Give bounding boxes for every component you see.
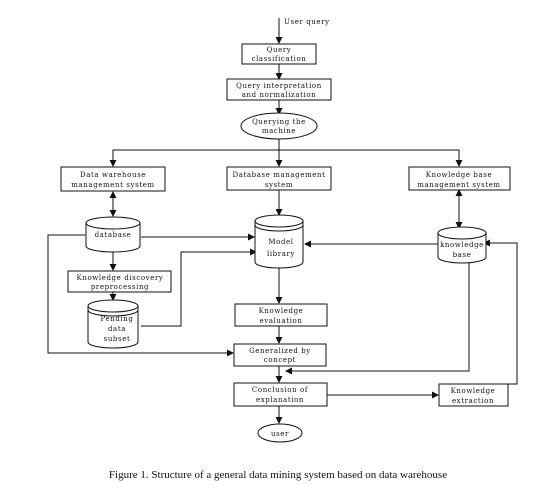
- dw-management-line-1: Data warehouse: [80, 171, 146, 179]
- query-classification-line-2: classification: [252, 55, 307, 63]
- db-management-line-1: Database management: [232, 171, 325, 179]
- arrow-database-to-generalized: [47, 234, 234, 357]
- pending-data-line-1: Pending: [101, 315, 134, 323]
- knowledge-discovery-line-2: preprocessing: [91, 283, 149, 291]
- querying-machine-line-1: Querying the: [252, 118, 306, 126]
- kb-management-line-1: Knowledge base: [426, 171, 492, 179]
- model-library-line-2: library: [267, 250, 295, 258]
- arrow-machine-to-dw-management: [109, 149, 279, 167]
- user-query-node: User query: [284, 18, 330, 26]
- knowledge-discovery-box: Knowledge discovery preprocessing: [67, 270, 172, 293]
- pending-data-line-3: subset: [104, 335, 131, 343]
- knowledge-extraction-box: Knowledge extraction: [438, 383, 509, 407]
- arrow-machine-to-kb-management: [279, 149, 463, 167]
- pending-data-cylinder: Pending data subset: [87, 299, 139, 349]
- arrow-pending-data-to-model-library: [141, 248, 257, 327]
- generalized-concept-line-1: Generalized by: [249, 347, 311, 355]
- connectors: [47, 18, 518, 424]
- user-query-label: User query: [284, 18, 330, 26]
- knowledge-base-cylinder: knowledge base: [437, 226, 487, 264]
- query-classification-line-1: Query: [267, 46, 292, 54]
- conclusion-explanation-line-1: Conclusion of: [252, 386, 309, 394]
- figure-caption: Figure 1. Structure of a general data mi…: [109, 469, 447, 481]
- query-interpretation-line-2: and normalization: [242, 91, 317, 99]
- querying-machine-ellipse: Querying the machine: [240, 112, 318, 140]
- database-label: database: [95, 231, 132, 239]
- generalized-concept-line-2: concept: [264, 356, 296, 364]
- kb-management-line-2: management system: [417, 181, 500, 189]
- generalized-concept-box: Generalized by concept: [233, 343, 327, 367]
- model-library-cylinder: Model library: [254, 214, 304, 269]
- conclusion-explanation-line-2: explanation: [256, 396, 304, 404]
- query-interpretation-box: Query interpretation and normalization: [226, 78, 332, 101]
- model-library-line-1: Model: [268, 238, 293, 246]
- arrow-knowledge-base-to-generalized: [285, 262, 470, 375]
- user-label: user: [271, 430, 289, 438]
- knowledge-discovery-line-1: Knowledge discovery: [77, 274, 164, 282]
- query-classification-box: Query classification: [241, 43, 317, 65]
- database-cylinder: database: [85, 216, 141, 253]
- db-management-line-2: system: [265, 181, 293, 189]
- pending-data-line-2: data: [108, 325, 126, 333]
- knowledge-base-line-2: base: [453, 251, 472, 259]
- query-interpretation-line-1: Query interpretation: [236, 82, 322, 90]
- knowledge-evaluation-box: Knowledge evaluation: [234, 303, 328, 327]
- knowledge-evaluation-line-1: Knowledge: [259, 307, 304, 315]
- db-management-box: Database management system: [226, 166, 332, 191]
- user-ellipse: user: [257, 423, 303, 443]
- knowledge-evaluation-line-2: evaluation: [260, 317, 303, 325]
- arrow-extraction-to-knowledge-base: [483, 239, 518, 385]
- knowledge-extraction-line-2: extraction: [452, 397, 494, 405]
- conclusion-explanation-box: Conclusion of explanation: [233, 382, 328, 407]
- querying-machine-line-2: machine: [262, 127, 296, 135]
- kb-management-box: Knowledge base management system: [408, 166, 511, 191]
- dw-management-line-2: management system: [71, 181, 154, 189]
- knowledge-base-line-1: knowledge: [440, 241, 484, 249]
- dw-management-box: Data warehouse management system: [60, 166, 166, 192]
- knowledge-extraction-line-1: Knowledge: [451, 387, 496, 395]
